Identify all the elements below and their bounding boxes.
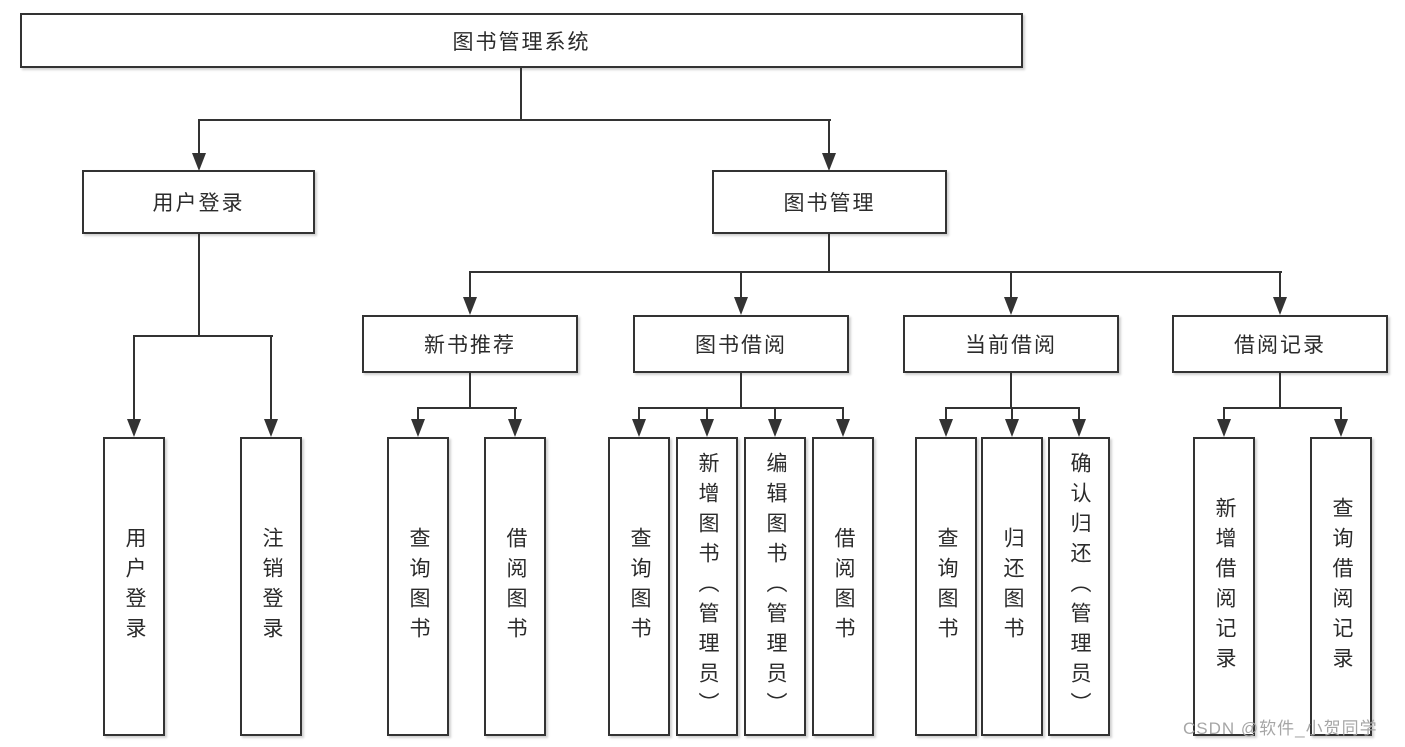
connector-drop-confirm-return [1078, 407, 1080, 419]
connector-drop-query-books-2 [638, 407, 640, 419]
connector-book-borrowing-rail [638, 407, 844, 409]
leaf-add-books-admin: 新增图书（管理员） [676, 437, 738, 736]
node-book-management: 图书管理 [712, 170, 947, 234]
arrow-borrowing-records-icon [1273, 297, 1287, 315]
arrow-current-borrowing-icon [1004, 297, 1018, 315]
arrow-book-management-icon [822, 153, 836, 171]
leaf-query-books-borrowing: 查询图书 [608, 437, 670, 736]
connector-drop-return-books [1011, 407, 1013, 419]
connector-book-management-stem [828, 234, 830, 272]
node-new-book-recommendation: 新书推荐 [362, 315, 578, 373]
arrow-add-borrow-record-icon [1217, 419, 1231, 437]
leaf-logout: 注销登录 [240, 437, 302, 736]
arrow-leaf-logout-icon [264, 419, 278, 437]
connector-drop-add-borrow-record [1223, 407, 1225, 419]
connector-drop-new-book-recommendation [469, 271, 471, 298]
node-library-management-system: 图书管理系统 [20, 13, 1023, 68]
arrow-query-borrow-record-icon [1334, 419, 1348, 437]
leaf-borrow-books-recommendation: 借阅图书 [484, 437, 546, 736]
connector-drop-book-borrowing [740, 271, 742, 298]
connector-user-login-rail [133, 335, 273, 337]
arrow-return-books-icon [1005, 419, 1019, 437]
leaf-query-borrow-record: 查询借阅记录 [1310, 437, 1372, 736]
leaf-query-books-recommendation: 查询图书 [387, 437, 449, 736]
connector-drop-leaf-user-login [133, 335, 135, 419]
connector-drop-book-management [828, 119, 830, 154]
arrow-leaf-user-login-icon [127, 419, 141, 437]
node-borrowing-records: 借阅记录 [1172, 315, 1388, 373]
connector-root-stem [520, 66, 522, 120]
connector-drop-add-books [706, 407, 708, 419]
arrow-book-borrowing-icon [734, 297, 748, 315]
arrow-borrow-books-1-icon [508, 419, 522, 437]
connector-user-login-stem [198, 234, 200, 337]
connector-root-rail [198, 119, 831, 121]
connector-new-book-recommendation-stem [469, 373, 471, 408]
arrow-query-books-2-icon [632, 419, 646, 437]
node-user-login: 用户登录 [82, 170, 315, 234]
connector-drop-borrowing-records [1279, 271, 1281, 298]
connector-drop-user-login [198, 119, 200, 154]
arrow-query-books-1-icon [411, 419, 425, 437]
connector-drop-query-books-3 [945, 407, 947, 419]
node-current-borrowing: 当前借阅 [903, 315, 1119, 373]
connector-new-book-recommendation-rail [417, 407, 517, 409]
arrow-confirm-return-icon [1072, 419, 1086, 437]
connector-drop-edit-books [774, 407, 776, 419]
arrow-query-books-3-icon [939, 419, 953, 437]
leaf-user-login: 用户登录 [103, 437, 165, 736]
leaf-borrow-books-borrowing: 借阅图书 [812, 437, 874, 736]
arrow-add-books-icon [700, 419, 714, 437]
connector-drop-query-borrow-record [1340, 407, 1342, 419]
arrow-borrow-books-2-icon [836, 419, 850, 437]
connector-borrowing-records-stem [1279, 373, 1281, 408]
connector-current-borrowing-stem [1010, 373, 1012, 408]
connector-drop-query-books-1 [417, 407, 419, 419]
leaf-confirm-return-admin: 确认归还（管理员） [1048, 437, 1110, 736]
node-book-borrowing: 图书借阅 [633, 315, 849, 373]
connector-drop-borrow-books-2 [842, 407, 844, 419]
leaf-add-borrow-record: 新增借阅记录 [1193, 437, 1255, 736]
leaf-edit-books-admin: 编辑图书（管理员） [744, 437, 806, 736]
connector-drop-borrow-books-1 [514, 407, 516, 419]
arrow-new-book-recommendation-icon [463, 297, 477, 315]
csdn-watermark: CSDN @软件_小贺同学 [1183, 719, 1378, 738]
arrow-user-login-icon [192, 153, 206, 171]
connector-book-management-rail [469, 271, 1282, 273]
connector-drop-leaf-logout [270, 335, 272, 419]
leaf-query-books-current: 查询图书 [915, 437, 977, 736]
connector-borrowing-records-rail [1223, 407, 1342, 409]
connector-drop-current-borrowing [1010, 271, 1012, 298]
arrow-edit-books-icon [768, 419, 782, 437]
connector-book-borrowing-stem [740, 373, 742, 408]
leaf-return-books: 归还图书 [981, 437, 1043, 736]
